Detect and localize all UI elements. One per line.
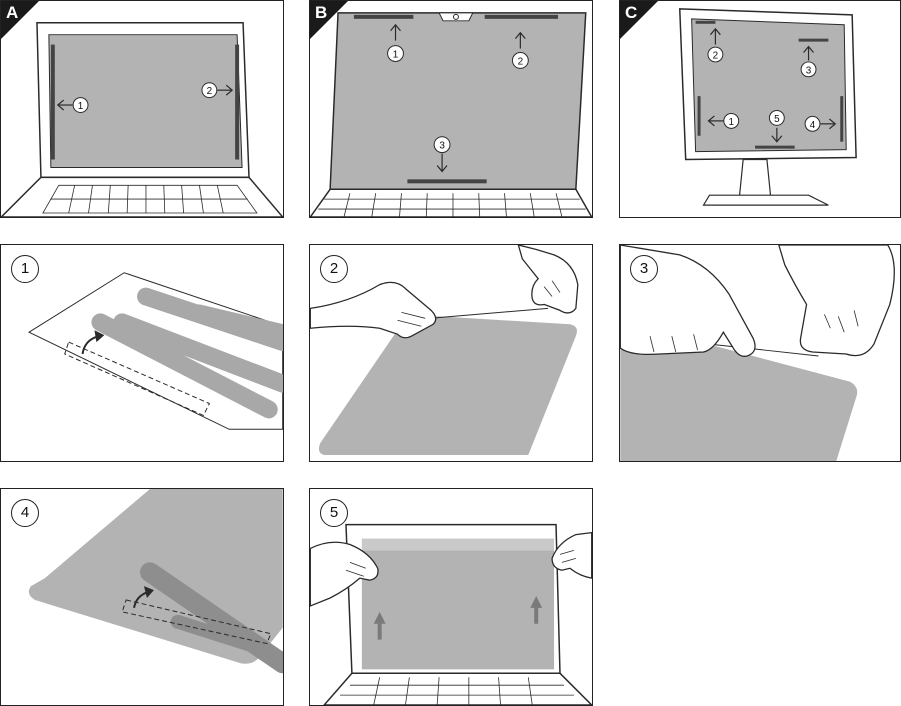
label-c2: 2 <box>713 50 719 61</box>
panel-step-3: 3 <box>619 244 901 462</box>
left-strip <box>697 96 701 136</box>
panel-letter-b: B <box>315 3 328 22</box>
panel-b: 1 2 3 B <box>309 0 593 218</box>
hands-holding-filter-illustration <box>310 245 579 456</box>
privacy-filter-sheet <box>620 346 858 461</box>
corner-tab <box>1 1 39 39</box>
right-edge-strip <box>235 44 240 160</box>
panel-step-1: 1 <box>0 244 284 462</box>
adhesive-strip <box>113 313 283 393</box>
panel-step-5: 5 <box>309 488 593 706</box>
top-left-strip <box>353 14 414 19</box>
corner-tab <box>620 1 658 39</box>
label-a2: 2 <box>207 86 213 97</box>
adhesive-strip <box>91 313 278 419</box>
panel-step-4: 4 <box>0 488 284 706</box>
arrow-up-icon <box>530 596 543 608</box>
label-c4: 4 <box>810 120 816 131</box>
left-hand <box>310 281 437 339</box>
step-number-5: 5 <box>320 499 348 527</box>
bottom-strip <box>407 179 487 184</box>
panel-step-2: 2 <box>309 244 593 462</box>
left-edge-strip <box>50 44 55 160</box>
adhesive-strip <box>193 304 283 337</box>
top-left-strip <box>695 20 716 24</box>
step-number-3: 3 <box>630 255 658 283</box>
label-b3: 3 <box>439 141 445 152</box>
label-b2: 2 <box>518 56 524 67</box>
peel-adhesive-on-filter-illustration <box>28 489 283 674</box>
privacy-filter-sheet <box>318 316 577 456</box>
right-hand <box>778 245 895 357</box>
label-c3: 3 <box>806 65 812 76</box>
top-right-strip <box>484 14 559 19</box>
panel-a: 1 2 A <box>0 0 284 218</box>
privacy-filter-sheet <box>361 550 555 670</box>
panel-c: 1 2 3 4 5 C <box>619 0 901 218</box>
panel-letter-c: C <box>625 3 638 22</box>
left-hand <box>310 541 379 607</box>
arrow-up-icon <box>373 611 386 624</box>
hands-aligning-filter-illustration <box>620 245 895 461</box>
top-right-strip <box>798 38 829 42</box>
step-number-1: 1 <box>11 255 39 283</box>
right-hand <box>551 531 592 579</box>
label-c5: 5 <box>774 114 780 125</box>
adhesive-strips-illustration <box>28 272 283 430</box>
corner-tab <box>310 1 348 39</box>
label-a1: 1 <box>78 101 84 112</box>
label-c1: 1 <box>729 117 735 128</box>
step-number-2: 2 <box>320 255 348 283</box>
label-b1: 1 <box>393 49 399 60</box>
right-strip <box>840 96 844 142</box>
step-number-4: 4 <box>11 499 39 527</box>
laptop-side-tabs-illustration: 1 2 <box>1 22 283 217</box>
monitor-tabs-illustration: 1 2 3 4 5 <box>678 8 857 206</box>
adhesive-strip <box>170 614 266 655</box>
panel-letter-a: A <box>6 3 19 22</box>
bottom-strip <box>755 145 795 149</box>
laptop-top-bottom-tabs-illustration: 1 2 3 <box>310 12 592 217</box>
webcam-icon <box>452 13 459 20</box>
attach-filter-to-laptop-illustration <box>310 523 592 705</box>
right-hand <box>517 245 579 314</box>
